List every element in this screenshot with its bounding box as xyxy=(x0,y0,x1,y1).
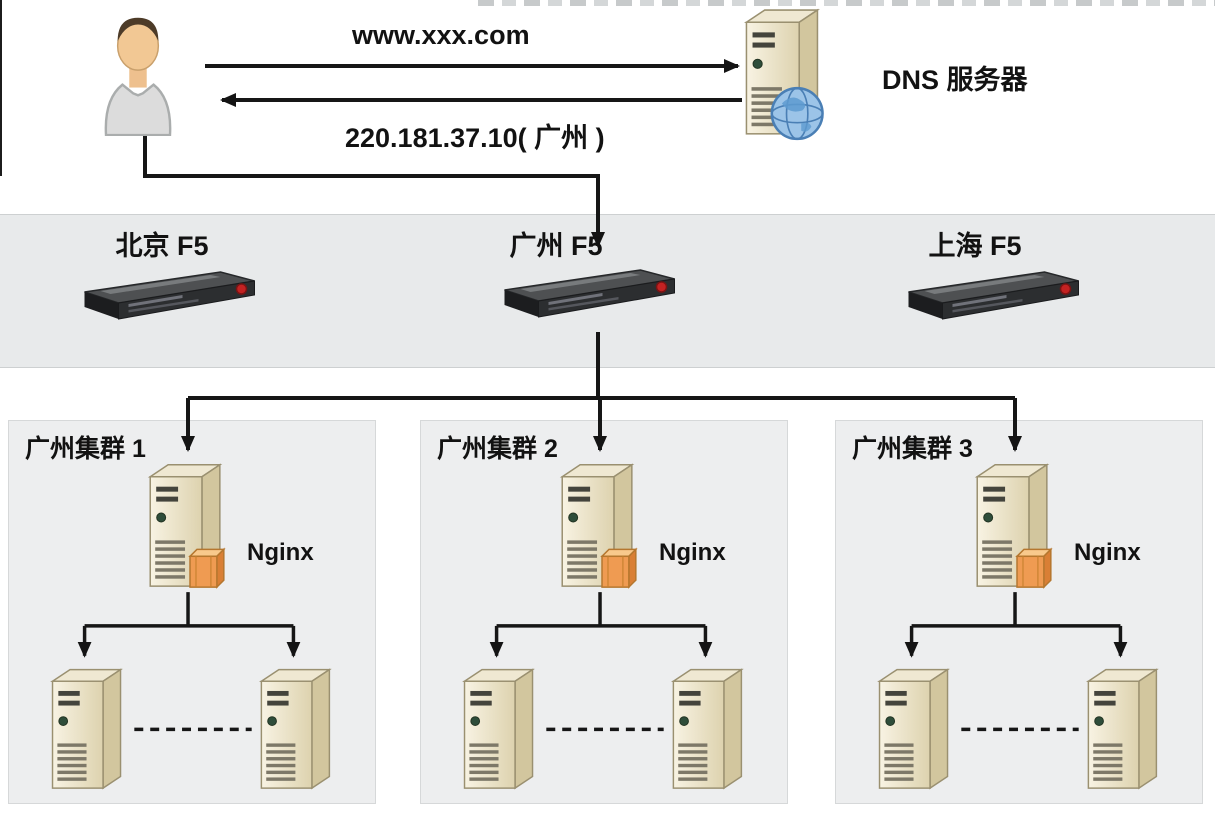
dns-server-with-globe-icon xyxy=(733,6,837,146)
left-edge-artifact xyxy=(0,0,2,176)
nginx-tower-server-icon xyxy=(562,465,636,587)
web-tower-server-icon xyxy=(51,668,122,789)
cluster-box-1: 广州集群 1 Nginx xyxy=(8,420,376,804)
cluster-diagram xyxy=(878,421,1158,789)
cluster-title: 广州集群 3 xyxy=(852,435,973,463)
nginx-label: Nginx xyxy=(247,539,314,566)
rack-server-f5-guangzhou-icon xyxy=(498,266,684,328)
web-tower-server-icon xyxy=(672,668,743,789)
nginx-label: Nginx xyxy=(1074,539,1141,566)
request-url-label: www.xxx.com xyxy=(352,20,530,50)
f5-shanghai-label: 上海 F5 xyxy=(928,231,1022,261)
nginx-tower-server-icon xyxy=(977,465,1051,587)
resolved-ip-label: 220.181.37.10( 广州 ) xyxy=(345,123,605,153)
user-person-icon xyxy=(88,10,188,136)
cluster-title: 广州集群 1 xyxy=(25,435,146,463)
rack-server-f5-beijing-icon xyxy=(78,268,264,330)
web-tower-server-icon xyxy=(463,668,534,789)
web-tower-server-icon xyxy=(1087,668,1158,789)
f5-beijing-label: 北京 F5 xyxy=(115,231,209,261)
web-tower-server-icon xyxy=(260,668,331,789)
nginx-tower-server-icon xyxy=(150,465,224,587)
web-tower-server-icon xyxy=(878,668,949,789)
dns-server-label: DNS 服务器 xyxy=(882,65,1028,95)
cluster-title: 广州集群 2 xyxy=(437,435,558,463)
cluster-box-2: 广州集群 2 Nginx xyxy=(420,420,788,804)
cluster-box-3: 广州集群 3 Nginx xyxy=(835,420,1203,804)
cluster-diagram xyxy=(51,421,331,789)
nginx-label: Nginx xyxy=(659,539,726,566)
rack-server-f5-shanghai-icon xyxy=(902,268,1088,330)
cropped-edge-artifact xyxy=(478,0,1215,6)
f5-guangzhou-label: 广州 F5 xyxy=(509,231,603,261)
cluster-diagram xyxy=(463,421,743,789)
